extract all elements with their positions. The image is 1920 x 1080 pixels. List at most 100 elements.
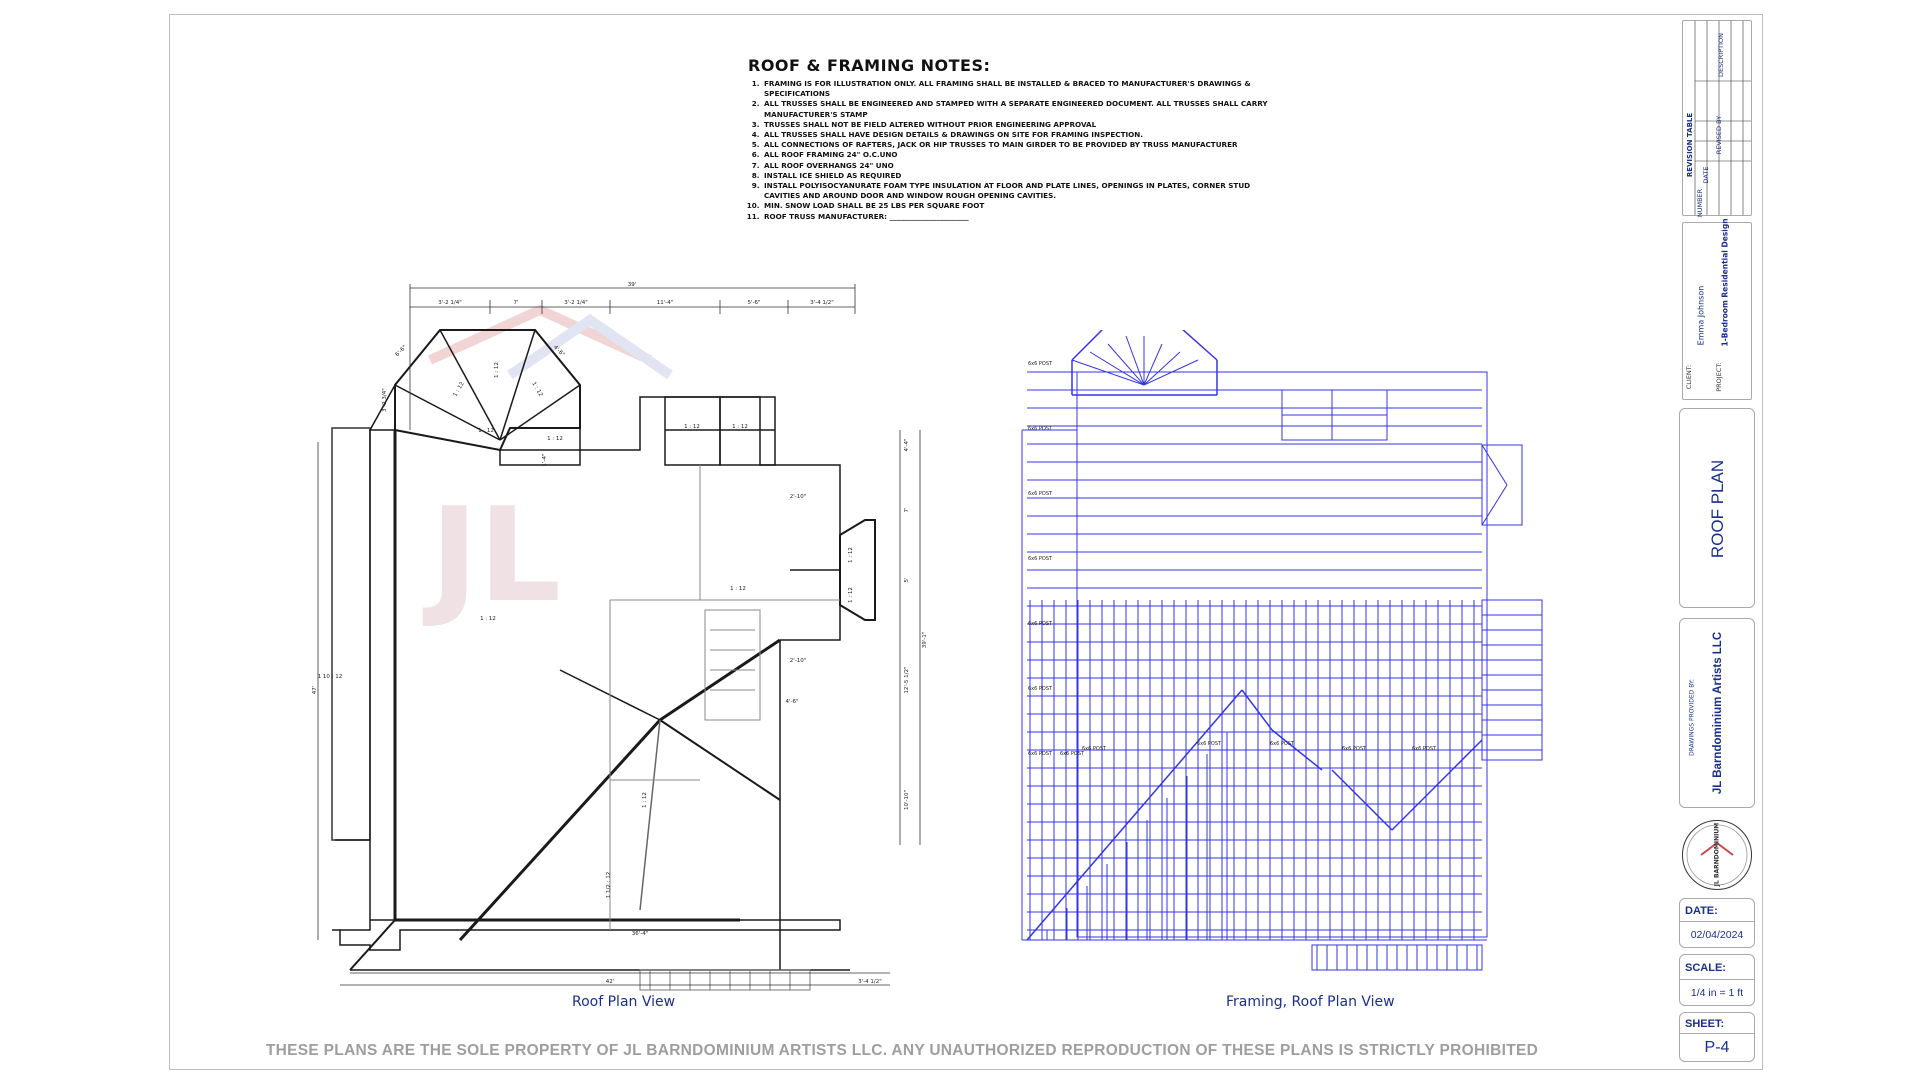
note-item: TRUSSES SHALL NOT BE FIELD ALTERED WITHO… bbox=[762, 120, 1268, 130]
dim-top-segment: 3'-2 1/4" bbox=[438, 300, 462, 306]
sheet-number-box: SHEET: P-4 bbox=[1679, 1012, 1755, 1062]
note-item: ALL ROOF FRAMING 24" O.C.UNO bbox=[762, 150, 1268, 160]
post-label: 6x6 POST bbox=[1060, 751, 1085, 757]
dim-bottom-right: 3'-4 1/2" bbox=[858, 979, 882, 985]
post-label: 6x6 POST bbox=[1270, 741, 1295, 747]
dim-top-segment: 7' bbox=[513, 300, 518, 306]
roof-pitch-label: 1 : 12 bbox=[848, 547, 854, 563]
post-label: 6x6 POST bbox=[1028, 621, 1053, 627]
dim-small: 3'-2 3/4" bbox=[382, 388, 388, 412]
post-label: 6x6 POST bbox=[1082, 746, 1107, 752]
dim-right-segment: 10'-10" bbox=[904, 790, 910, 810]
roof-pitch-label: 1 10 : 12 bbox=[318, 674, 343, 680]
client-label: CLIENT: bbox=[1685, 364, 1693, 390]
provided-by-company: JL Barndominium Artists LLC bbox=[1712, 631, 1724, 795]
company-logo: JL BARNDOMINIUM bbox=[1682, 820, 1752, 890]
dim-right-segment: 7' bbox=[904, 507, 910, 512]
framing-plan-caption: Framing, Roof Plan View bbox=[1226, 994, 1395, 1010]
note-item: ALL TRUSSES SHALL BE ENGINEERED AND STAM… bbox=[762, 99, 1268, 119]
framing-member bbox=[1026, 689, 1243, 941]
roof-pitch-label: 1 : 12 bbox=[684, 424, 700, 430]
rev-col-date: DATE bbox=[1702, 166, 1710, 184]
roof-pitch-label: 1 : 12 bbox=[732, 424, 748, 430]
post-label: 6x6 POST bbox=[1342, 746, 1367, 752]
framing-member bbox=[1241, 689, 1273, 731]
sheet-label: SHEET: bbox=[1685, 1018, 1725, 1030]
roof-pitch-label: 1 : 12 bbox=[547, 436, 563, 442]
post-label: 6x6 POST bbox=[1028, 361, 1053, 367]
dim-small: 2'-10" bbox=[790, 494, 807, 500]
roof-pitch-label: 1 : 12 bbox=[642, 792, 648, 808]
dim-left-overall: 47' bbox=[312, 686, 318, 695]
framing-member bbox=[1143, 359, 1199, 386]
framing-box bbox=[1481, 444, 1523, 526]
project-label: PROJECT: bbox=[1715, 362, 1723, 392]
framing-member bbox=[1143, 351, 1181, 386]
drawing-sheet bbox=[169, 14, 1763, 1070]
post-label: 6x6 POST bbox=[1197, 741, 1222, 747]
dim-top-segment: 11'-4" bbox=[657, 300, 674, 306]
title-block: REVISION TABLE NUMBER DATE REVISED BY DE… bbox=[1676, 20, 1758, 1062]
note-item: INSTALL POLYISOCYANURATE FOAM TYPE INSUL… bbox=[762, 181, 1268, 201]
notes-list: FRAMING IS FOR ILLUSTRATION ONLY. ALL FR… bbox=[748, 79, 1268, 222]
date-box: DATE: 02/04/2024 bbox=[1679, 898, 1755, 948]
framing-member bbox=[1481, 484, 1508, 526]
sheet-title: ROOF PLAN bbox=[1708, 459, 1727, 559]
dim-right-overall: 39'-1" bbox=[922, 632, 928, 649]
framing-member bbox=[1107, 343, 1145, 386]
dim-small: 2'-10" bbox=[790, 658, 807, 664]
framing-member bbox=[1182, 330, 1218, 361]
revision-table-title: REVISION TABLE bbox=[1686, 112, 1694, 178]
watermark: JL bbox=[422, 304, 673, 631]
client-project-box: CLIENT: Emma Johnson PROJECT: 1-Bedroom … bbox=[1682, 218, 1752, 400]
dim-small: 6'-6" bbox=[395, 345, 408, 358]
framing-member bbox=[1143, 343, 1163, 386]
rev-col-description: DESCRIPTION bbox=[1717, 33, 1725, 77]
post-label: 6x6 POST bbox=[1028, 491, 1053, 497]
dim-right-segment: 12'-5 1/2" bbox=[904, 666, 910, 693]
note-item: FRAMING IS FOR ILLUSTRATION ONLY. ALL FR… bbox=[762, 79, 1268, 99]
dim-small: 4'-6" bbox=[785, 699, 798, 705]
roof-plan-view: JL bbox=[312, 282, 928, 991]
post-label: 6x6 POST bbox=[1412, 746, 1437, 752]
dim-bottom-overall: 42' bbox=[606, 979, 615, 985]
framing-member bbox=[1125, 335, 1145, 386]
scale-value: 1/4 in = 1 ft bbox=[1690, 987, 1744, 999]
note-item: ALL CONNECTIONS OF RAFTERS, JACK OR HIP … bbox=[762, 140, 1268, 150]
dim-top-segment: 3'-4 1/2" bbox=[810, 300, 834, 306]
framing-member bbox=[1071, 359, 1145, 386]
roof-pitch-label: 1 : 12 bbox=[478, 428, 494, 434]
note-item: ALL TRUSSES SHALL HAVE DESIGN DETAILS & … bbox=[762, 130, 1268, 140]
dim-top-overall: 39' bbox=[628, 282, 637, 288]
sheet-title-box: ROOF PLAN bbox=[1679, 408, 1755, 608]
post-label: 6x6 POST bbox=[1028, 751, 1053, 757]
dim-right-segment: 5' bbox=[904, 577, 910, 582]
roof-plan-caption: Roof Plan View bbox=[572, 994, 676, 1010]
note-item: INSTALL ICE SHIELD AS REQUIRED bbox=[762, 171, 1268, 181]
dim-right-segment: 4'-4" bbox=[904, 438, 910, 451]
dim-top-segment: 5'-6" bbox=[747, 300, 760, 306]
framing-member bbox=[1451, 739, 1483, 771]
dim-small: 4'-6" bbox=[552, 345, 565, 358]
framing-member bbox=[1089, 351, 1145, 386]
roof-pitch-label: 1 : 12 bbox=[848, 587, 854, 603]
date-label: DATE: bbox=[1685, 905, 1718, 917]
post-label: 6x6 POST bbox=[1028, 686, 1053, 692]
notes-title: ROOF & FRAMING NOTES: bbox=[748, 56, 991, 75]
logo-text: JL BARNDOMINIUM bbox=[1713, 822, 1721, 887]
framing-member bbox=[1271, 729, 1323, 771]
sheet-number: P-4 bbox=[1704, 1039, 1730, 1056]
revision-table: REVISION TABLE NUMBER DATE REVISED BY DE… bbox=[1682, 20, 1752, 217]
framing-box bbox=[1481, 599, 1543, 761]
dim-top-segment: 3'-2 1/4" bbox=[564, 300, 588, 306]
note-item: ROOF TRUSS MANUFACTURER: _______________… bbox=[762, 212, 1268, 222]
framing-member bbox=[1391, 769, 1453, 831]
project-name: 1-Bedroom Residential Design bbox=[1720, 218, 1730, 347]
note-item: ALL ROOF OVERHANGS 24" UNO bbox=[762, 161, 1268, 171]
provided-by-box: DRAWINGS PROVIDED BY: JL Barndominium Ar… bbox=[1679, 618, 1755, 808]
roof-pitch-label: 1 1/2 : 12 bbox=[606, 872, 612, 898]
roof-framing-notes: ROOF & FRAMING NOTES: FRAMING IS FOR ILL… bbox=[748, 56, 1268, 222]
watermark-letters: JL bbox=[422, 479, 561, 631]
scale-box: SCALE: 1/4 in = 1 ft bbox=[1679, 954, 1755, 1006]
